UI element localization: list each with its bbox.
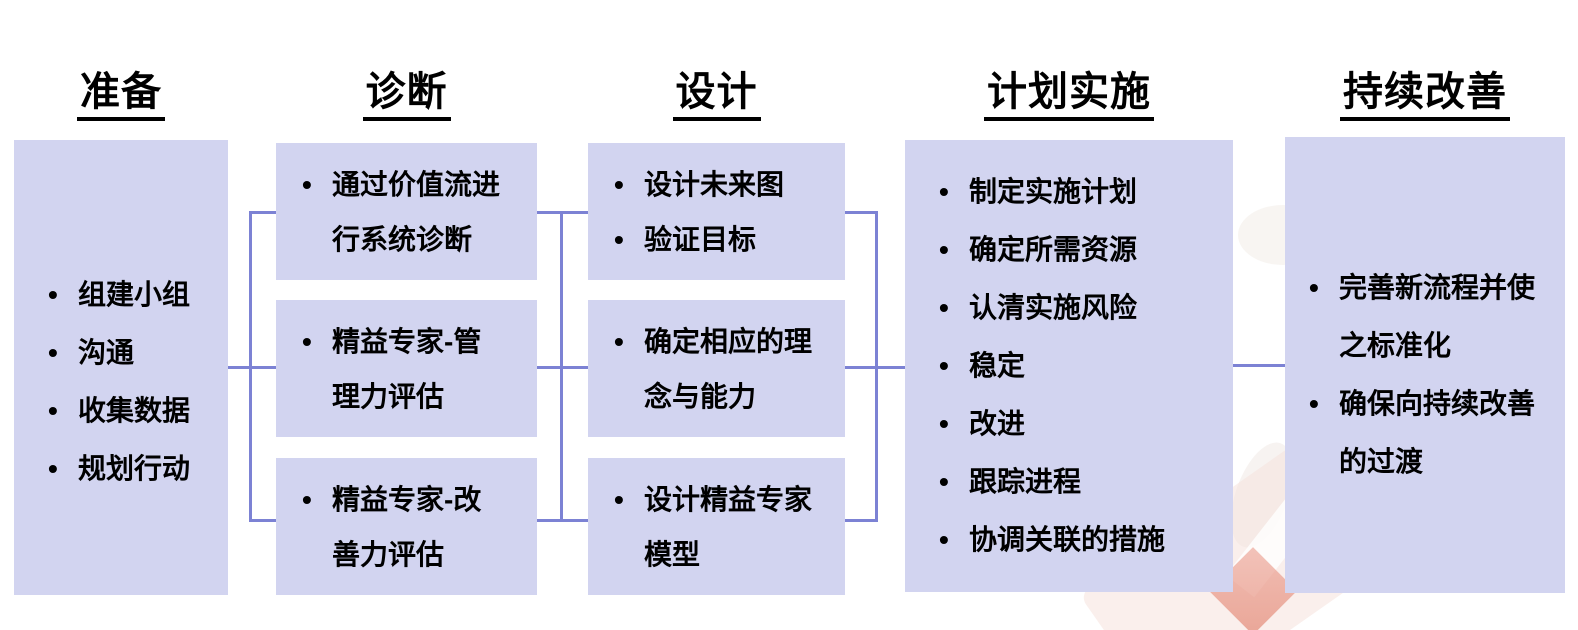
connector-stub: [537, 519, 588, 522]
bullet-list: 完善新流程并使之标准化确保向持续改善的过渡: [1285, 239, 1565, 491]
bullet-list: 设计未来图验证目标: [588, 157, 845, 267]
column-title-preparation: 准备: [14, 70, 228, 124]
list-item: 认清实施风险: [935, 279, 1223, 337]
list-item: 规划行动: [44, 440, 220, 498]
column-title-label: 设计: [672, 70, 761, 121]
column-title-implementation: 计划实施: [905, 70, 1233, 124]
box-design-1: 设计未来图验证目标: [588, 143, 845, 280]
bullet-list: 制定实施计划确定所需资源认清实施风险稳定改进跟踪进程协调关联的措施: [905, 163, 1233, 569]
box-preparation: 组建小组沟通收集数据规划行动: [14, 140, 228, 595]
list-item: 确定所需资源: [935, 221, 1223, 279]
bullet-list: 精益专家-管理力评估: [276, 314, 537, 424]
box-diagnosis-2: 精益专家-管理力评估: [276, 300, 537, 437]
list-item: 收集数据: [44, 382, 220, 440]
list-item: 精益专家-改善力评估: [298, 472, 508, 582]
list-item: 确保向持续改善的过渡: [1305, 375, 1543, 491]
connector-stub: [249, 366, 276, 369]
bullet-list: 组建小组沟通收集数据规划行动: [14, 238, 228, 498]
column-title-label: 准备: [77, 70, 165, 121]
connector-stub: [845, 211, 878, 214]
box-diagnosis-3: 精益专家-改善力评估: [276, 458, 537, 595]
connector-stub: [537, 366, 588, 369]
connector-stub: [845, 366, 878, 369]
list-item: 完善新流程并使之标准化: [1305, 259, 1543, 375]
list-item: 改进: [935, 395, 1223, 453]
bullet-list: 精益专家-改善力评估: [276, 472, 537, 582]
list-item: 跟踪进程: [935, 453, 1223, 511]
bullet-list: 设计精益专家模型: [588, 472, 845, 582]
box-design-2: 确定相应的理念与能力: [588, 300, 845, 437]
column-title-label: 持续改善: [1340, 70, 1510, 121]
column-title-improvement: 持续改善: [1285, 70, 1565, 124]
connector-implementation-to-improvement: [1233, 364, 1285, 367]
connector-stub: [249, 211, 276, 214]
bullet-list: 通过价值流进行系统诊断: [276, 157, 537, 267]
connector-stub: [249, 519, 276, 522]
box-improvement: 完善新流程并使之标准化确保向持续改善的过渡: [1285, 137, 1565, 593]
column-title-design: 设计: [588, 70, 845, 124]
column-title-label: 诊断: [362, 70, 451, 121]
column-title-diagnosis: 诊断: [276, 70, 537, 124]
connector-stub: [537, 211, 588, 214]
box-design-3: 设计精益专家模型: [588, 458, 845, 595]
list-item: 设计未来图: [610, 157, 825, 212]
list-item: 制定实施计划: [935, 163, 1223, 221]
list-item: 组建小组: [44, 266, 220, 324]
list-item: 设计精益专家模型: [610, 472, 825, 582]
list-item: 确定相应的理念与能力: [610, 314, 825, 424]
bullet-list: 确定相应的理念与能力: [588, 314, 845, 424]
box-diagnosis-1: 通过价值流进行系统诊断: [276, 143, 537, 280]
column-title-label: 计划实施: [984, 70, 1154, 121]
list-item: 稳定: [935, 337, 1223, 395]
list-item: 验证目标: [610, 212, 825, 267]
list-item: 精益专家-管理力评估: [298, 314, 508, 424]
connector-stub: [845, 519, 878, 522]
list-item: 通过价值流进行系统诊断: [298, 157, 508, 267]
box-implementation: 制定实施计划确定所需资源认清实施风险稳定改进跟踪进程协调关联的措施: [905, 140, 1233, 592]
connector-feed-prep-to-diagnosis: [228, 366, 252, 369]
connector-feed-design-to-implementation: [875, 366, 905, 369]
list-item: 沟通: [44, 324, 220, 382]
list-item: 协调关联的措施: [935, 511, 1223, 569]
